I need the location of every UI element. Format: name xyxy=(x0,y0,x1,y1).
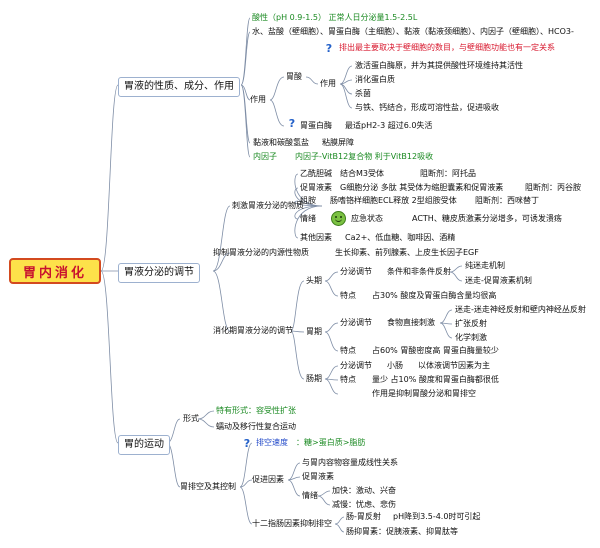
emptying-speed: 排空速度 xyxy=(256,438,288,447)
pepsin: 胃蛋白酶 xyxy=(300,121,332,130)
acetylcholine-note: 结合M3受体 xyxy=(340,169,384,178)
cephalic-feature-label: 特点 xyxy=(340,291,356,300)
gastrin-note: G细胞分泌 多肽 其受体为缩胆囊素和促胃液素 xyxy=(340,183,504,192)
cephalic-vagal-gastrin: 迷走-促胃液素机制 xyxy=(465,276,532,285)
stimulating-substances: 刺激胃液分泌的物质 xyxy=(232,201,304,210)
cephalic-reflex: 条件和非条件反射 xyxy=(387,267,451,276)
branch-secretion-regulation: 胃液分泌的调节 xyxy=(118,263,200,283)
acid-function-4: 与铁、钙结合，形成可溶性盐，促进吸收 xyxy=(355,103,499,112)
motility-form: 形式 xyxy=(183,414,199,423)
acetylcholine-blocker: 阻断剂：阿托品 xyxy=(420,169,476,178)
gastrin: 促胃液素 xyxy=(300,183,332,192)
gastric-feature: 占60% 胃酸密度高 胃蛋白酶量较少 xyxy=(372,346,499,355)
smiley-icon xyxy=(331,211,346,226)
question-icon: ? xyxy=(325,41,333,55)
pepsin-note: 最适pH2-3 超过6.0失活 xyxy=(345,121,433,130)
enterogastric-reflex: 肠-胃反射 xyxy=(346,512,381,521)
juice-components: 水、盐酸（壁细胞）、胃蛋白酶（主细胞）、黏液（黏液颈细胞）、内因子（壁细胞）、H… xyxy=(252,27,574,36)
acid-function-2: 消化蛋白质 xyxy=(355,75,395,84)
motility-emotion: 情绪 xyxy=(302,491,318,500)
mucus-bicarbonate: 黏液和碳酸氢盐 xyxy=(253,138,309,147)
enterogastric-reflex-note: pH降到3.5-4.0时可引起 xyxy=(393,512,481,521)
gastric-regulation-label: 分泌调节 xyxy=(340,318,372,327)
intestinal-regulation-label: 分泌调节 xyxy=(340,361,372,370)
intrinsic-factor-note: 内因子-VitB12复合物 利于VitB12吸收 xyxy=(295,152,434,161)
inhibiting-substances: 抑制胃液分泌的内源性物质 xyxy=(213,248,309,257)
receptive-relaxation: 特有形式：容受性扩张 xyxy=(216,406,296,415)
gastric-reflex-2: 扩张反射 xyxy=(455,319,487,328)
gastric-direct-stimulus: 食物直接刺激 xyxy=(387,318,435,327)
promoting-factor-1: 与胃内容物容量成线性关系 xyxy=(302,458,398,467)
inhibiting-substances-list: 生长抑素、前列腺素、上皮生长因子EGF xyxy=(335,248,479,257)
acetylcholine: 乙酰胆碱 xyxy=(300,169,332,178)
acid-function-1: 激活蛋白酶原，并为其提供酸性环境维持其活性 xyxy=(355,61,523,70)
cephalic-regulation-label: 分泌调节 xyxy=(340,267,372,276)
acid-red-note: 排出最主要取决于壁细胞的数目，与壁细胞功能也有一定关系 xyxy=(339,43,555,52)
promoting-factor-2: 促胃液素 xyxy=(302,472,334,481)
intestinal-feature: 量少 占10% 酸度和胃蛋白酶都很低 xyxy=(372,375,499,384)
question-icon: ? xyxy=(288,116,296,130)
histamine-note: 肠嗜铬样细胞ECL释放 2型组胺受体 xyxy=(330,196,457,205)
branch-gastric-juice: 胃液的性质、成分、作用 xyxy=(118,77,240,97)
emotion: 情绪 xyxy=(300,214,316,223)
histamine-blocker: 阻断剂：西咪替丁 xyxy=(475,196,539,205)
gastric-reflex-3: 化学刺激 xyxy=(455,333,487,342)
intestinal-regulation-1: 小肠 xyxy=(387,361,403,370)
other-factors-note: Ca2+、低血糖、咖啡因、酒精 xyxy=(345,233,456,242)
intestinal-feature-label: 特点 xyxy=(340,375,356,384)
stress-state: 应急状态 xyxy=(351,214,383,223)
acid-function-label: 作用 xyxy=(320,79,336,88)
intestinal-extra: 作用是抑制胃酸分泌和胃排空 xyxy=(372,389,476,398)
emotion-speed-up: 加快：激动、兴奋 xyxy=(332,486,396,495)
cephalic-feature: 占30% 酸度及胃蛋白酶含量均很高 xyxy=(372,291,497,300)
gastrin-blocker: 阻断剂：丙谷胺 xyxy=(525,183,581,192)
enterogastrone: 肠抑胃素：促胰液素、抑胃肽等 xyxy=(346,527,458,536)
emotion-slow-down: 减慢：忧虑、悲伤 xyxy=(332,500,396,509)
gastric-feature-label: 特点 xyxy=(340,346,356,355)
acid-property: 酸性（pH 0.9-1.5） 正常人日分泌量1.5-2.5L xyxy=(252,13,418,22)
peristalsis: 蠕动及移行性复合运动 xyxy=(216,422,296,431)
stress-note: ACTH、糖皮质激素分泌增多，可诱发溃疡 xyxy=(412,214,562,223)
acid-zuoyong-label: 作用 xyxy=(250,95,266,104)
intrinsic-factor: 内因子 xyxy=(253,152,277,161)
promoting-factors: 促进因素 xyxy=(252,475,284,484)
cephalic-pure-vagal: 纯迷走机制 xyxy=(465,261,505,270)
question-icon: ? xyxy=(243,436,251,450)
gastric-reflex-1: 迷走-迷走神经反射和壁内神经丛反射 xyxy=(455,305,586,314)
intestinal-phase: 肠期 xyxy=(306,374,322,383)
digestive-phase-regulation: 消化期胃液分泌的调节 xyxy=(213,326,293,335)
duodenal-inhibition: 十二指肠因素抑制排空 xyxy=(252,519,332,528)
intestinal-regulation-2: 以体液调节因素为主 xyxy=(418,361,490,370)
branch-stomach-motility: 胃的运动 xyxy=(118,435,170,455)
emptying-order: ：糖>蛋白质>脂肪 xyxy=(296,438,366,447)
mucus-note: 粘膜屏障 xyxy=(322,138,354,147)
gastric-emptying-control: 胃排空及其控制 xyxy=(180,482,236,491)
root-topic: 胃内消化 xyxy=(9,258,101,284)
gastric-phase: 胃期 xyxy=(306,327,322,336)
cephalic-phase: 头期 xyxy=(306,276,322,285)
other-factors: 其他因素 xyxy=(300,233,332,242)
acid-function-3: 杀菌 xyxy=(355,89,371,98)
hydrochloric-acid: 胃酸 xyxy=(286,72,302,81)
histamine: 组胺 xyxy=(300,196,316,205)
